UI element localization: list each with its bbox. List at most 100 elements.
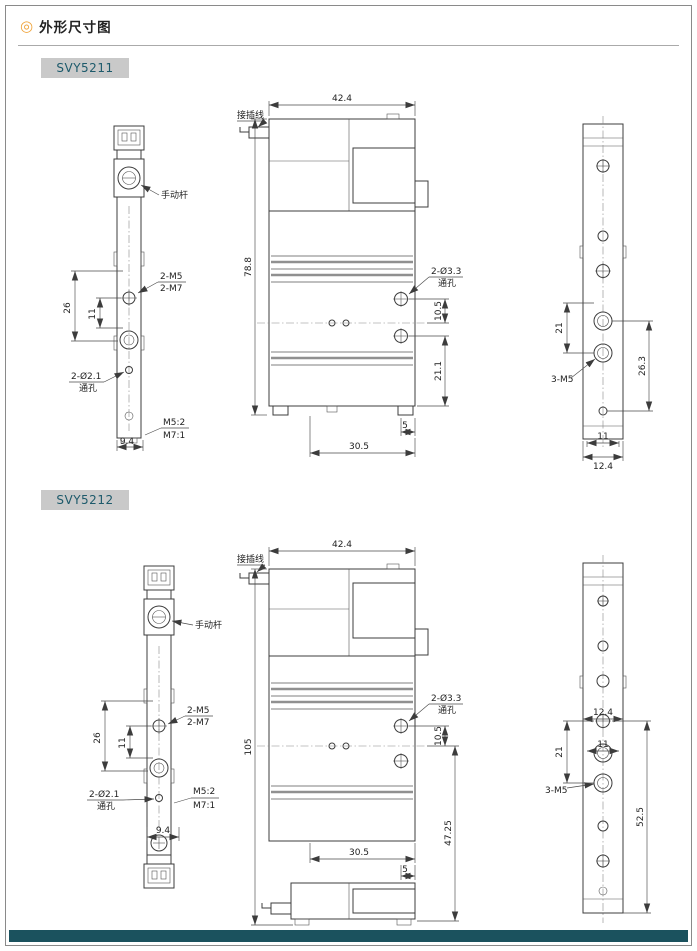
dim-26-label: 26 <box>93 732 103 744</box>
hole-size-label: 2-Ø2.1 <box>71 371 101 382</box>
model-badge-svy5211: SVY5211 <box>41 58 129 78</box>
label-threads: 2-M5 2-M7 <box>137 272 186 294</box>
dim-21-1-label: 21.1 <box>434 361 444 381</box>
dim-11-label: 11 <box>118 737 128 748</box>
valve-body <box>257 655 427 842</box>
ports-label: 3-M5 <box>545 786 567 796</box>
footer-bar <box>9 930 688 942</box>
hole-size-label: 2-Ø2.1 <box>89 789 119 800</box>
dim-21-1: 21.1 <box>409 335 449 407</box>
dim-52-5-label: 52.5 <box>636 807 646 827</box>
dim-11: 11 <box>88 297 123 329</box>
label-manual-lever: 手动杆 <box>140 184 188 201</box>
thread-label-2m7: 2-M7 <box>187 718 209 728</box>
label-connector-wire: 接插线 <box>237 109 268 128</box>
manual-override <box>143 598 175 636</box>
dim-5: 5 <box>400 418 416 436</box>
dim-9-4-label: 9.4 <box>120 437 135 447</box>
dim-30-5: 30.5 <box>309 416 416 457</box>
svy5211-right-side-view: 21 26.3 3-M5 11 12.4 <box>551 116 653 472</box>
through-hole-label: 通孔 <box>79 383 97 394</box>
through-hole-label: 通孔 <box>97 801 115 812</box>
dim-width: 42.4 <box>268 540 416 566</box>
connector-plug-top <box>143 565 175 591</box>
dim-26-3: 26.3 <box>607 320 653 412</box>
svy5211-left-side-view: 手动杆 26 11 2-M5 2-M7 2-Ø <box>63 125 189 451</box>
through-holes <box>393 291 409 344</box>
dim-12-4-label: 12.4 <box>593 708 613 718</box>
solenoid-section <box>268 113 429 212</box>
label-ports: 3-M5 <box>545 782 595 796</box>
header-divider <box>18 45 679 46</box>
svy5212-drawing: 手动杆 2-M5 2-M7 26 11 2-Ø <box>87 540 651 926</box>
valve-body <box>143 634 175 856</box>
page-header: ◎ 外形尺寸图 <box>20 16 112 36</box>
dim-height: 105 <box>244 568 293 926</box>
dim-height-label: 105 <box>244 738 254 755</box>
dim-30-5-label: 30.5 <box>349 848 369 858</box>
svy5211-drawing: 手动杆 26 11 2-M5 2-M7 2-Ø <box>63 94 653 472</box>
dim-26-3-label: 26.3 <box>638 356 648 376</box>
dim-11-label: 11 <box>88 308 98 319</box>
dim-10-5-label: 10.5 <box>434 726 444 746</box>
label-manual-lever: 手动杆 <box>171 619 222 631</box>
dim-12-4-label: 12.4 <box>593 462 613 472</box>
dim-9-4: 9.4 <box>116 437 144 451</box>
connector-plug-top <box>239 572 270 585</box>
label-ports: 3-M5 <box>551 358 596 385</box>
note-m5-label: M5:2 <box>193 787 215 797</box>
label-through-hole: 2-Ø3.3 通孔 <box>408 693 463 722</box>
svy5212-left-side-view: 手动杆 2-M5 2-M7 26 11 2-Ø <box>87 565 222 889</box>
through-hole-label: 通孔 <box>438 278 456 289</box>
dim-21-label: 21 <box>555 746 565 757</box>
solenoid-section-bottom <box>261 882 416 926</box>
dim-12-4: 12.4 <box>582 441 624 472</box>
label-through-hole: 2-Ø2.1 通孔 <box>69 371 125 394</box>
note-m7-label: M7:1 <box>163 431 185 441</box>
dim-12-4: 12.4 <box>583 708 623 723</box>
svy5212-right-side-view: 12.4 11 21 3-M5 52.5 <box>545 555 651 923</box>
model-badge-svy5212: SVY5212 <box>41 490 129 510</box>
label-through-hole: 2-Ø3.3 通孔 <box>408 266 463 295</box>
dim-11-label: 11 <box>597 432 608 442</box>
dim-5: 5 <box>400 865 416 880</box>
dim-11: 11 <box>586 432 620 447</box>
note-m7-label: M7:1 <box>193 801 215 811</box>
dim-47-25: 47.25 <box>417 746 459 922</box>
dim-height: 78.8 <box>244 118 267 416</box>
hole-size-label: 2-Ø3.3 <box>431 266 461 277</box>
dim-10-5-label: 10.5 <box>434 301 444 321</box>
dim-21: 21 <box>555 302 594 354</box>
dim-11: 11 <box>118 725 153 759</box>
connector-plug <box>113 125 145 151</box>
valve-body <box>579 116 627 448</box>
mounting-holes <box>149 718 169 802</box>
thread-label-2m5: 2-M5 <box>187 706 209 716</box>
through-holes <box>393 718 409 769</box>
dim-width-label: 42.4 <box>332 540 352 550</box>
dim-11: 11 <box>587 740 619 755</box>
label-port-note: M5:2 M7:1 <box>144 418 189 441</box>
dim-21-label: 21 <box>555 322 565 333</box>
ports-label: 3-M5 <box>551 375 573 385</box>
dim-47-25-label: 47.25 <box>444 820 454 846</box>
dim-11-label: 11 <box>597 740 608 750</box>
connector-plug-bottom <box>143 863 175 889</box>
dim-9-4: 9.4 <box>146 826 180 841</box>
solenoid-section-top <box>268 563 429 657</box>
manual-lever-label: 手动杆 <box>161 189 188 201</box>
dim-26: 26 <box>93 700 153 772</box>
connector-plug <box>239 126 270 139</box>
connector-wire-label: 接插线 <box>237 553 264 565</box>
manual-override-bottom <box>150 834 168 852</box>
page-frame: ◎ 外形尺寸图 SVY5211 <box>5 5 692 946</box>
thread-label-2m5: 2-M5 <box>160 272 182 282</box>
through-hole-label: 通孔 <box>438 705 456 716</box>
manual-lever-label: 手动杆 <box>195 619 222 631</box>
svy5212-front-view: 42.4 接插线 <box>237 540 463 926</box>
dim-26: 26 <box>63 270 123 342</box>
page-title: 外形尺寸图 <box>39 20 112 36</box>
connector-wire-label: 接插线 <box>237 109 264 121</box>
dim-10-5: 10.5 <box>409 298 449 324</box>
